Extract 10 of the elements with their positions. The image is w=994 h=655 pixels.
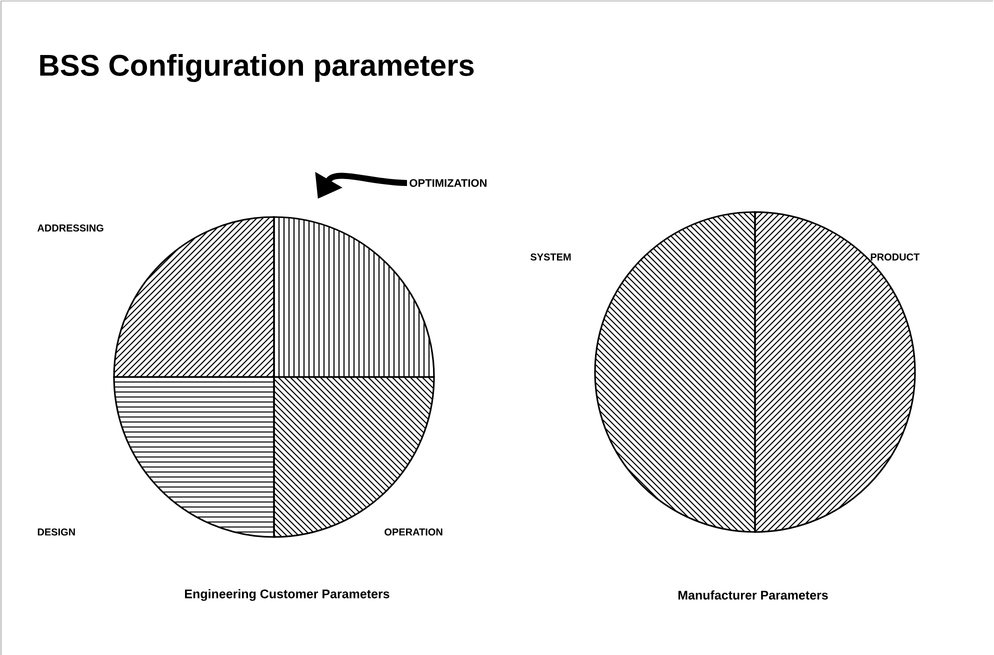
pie-slice [273,216,435,378]
part-label: SYSTEM [530,253,571,261]
callout-label: OPTIMIZATION [410,179,486,187]
part-label: Manufacturer Parameters [678,590,828,600]
part-label: Engineering Customer Parameters [185,589,390,601]
title: BSS Configuration parameters [40,54,474,82]
part-label: ADDRESSING [37,224,104,232]
part-label: OPERATION [384,528,442,536]
part-label: DESIGN [38,528,75,536]
part-label: PRODUCT [870,253,920,261]
